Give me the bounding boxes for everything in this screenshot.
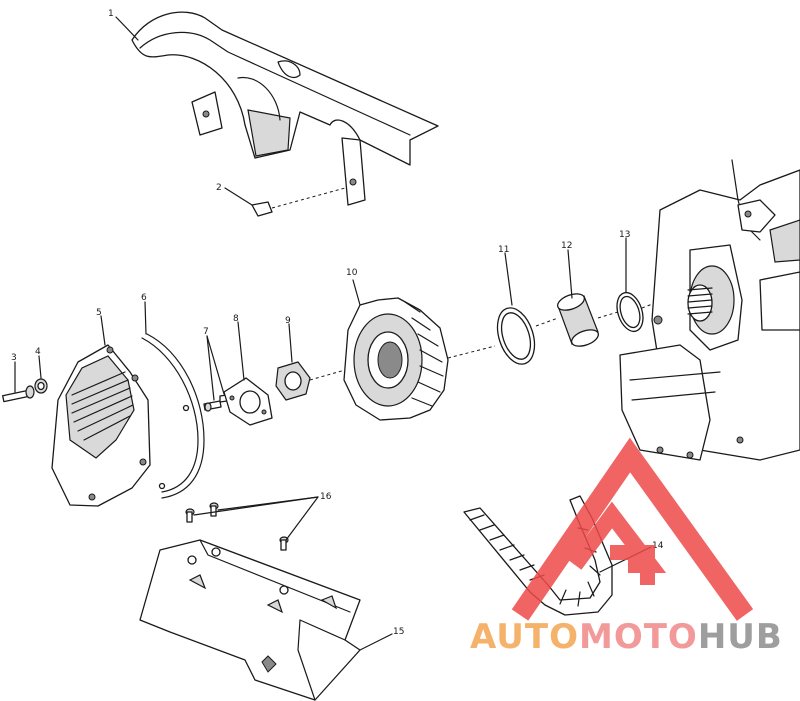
callout-9: 9 bbox=[285, 316, 291, 326]
callout-2: 2 bbox=[216, 183, 222, 193]
callout-labels: 1 2 3 4 5 6 7 8 9 10 11 12 13 14 15 16 bbox=[11, 9, 664, 637]
part-nut bbox=[275, 361, 346, 401]
callout-1: 1 bbox=[108, 9, 114, 19]
pulley-teeth bbox=[404, 301, 444, 407]
part-pulley-cover bbox=[51, 344, 151, 507]
cover-fins bbox=[71, 371, 134, 441]
part-o-ring bbox=[616, 291, 669, 333]
part-washer bbox=[34, 378, 48, 394]
watermark-hub: HUB bbox=[698, 617, 783, 657]
output-shaft-splines bbox=[687, 287, 713, 315]
watermark-auto: AUTO bbox=[470, 617, 579, 657]
callout-6: 6 bbox=[141, 293, 147, 303]
engine-case bbox=[619, 159, 800, 461]
callout-3: 3 bbox=[11, 353, 17, 363]
part-bushing bbox=[556, 293, 619, 347]
part-upper-belt-guard bbox=[131, 11, 439, 206]
callout-8: 8 bbox=[233, 314, 239, 324]
watermark-text: AUTOMOTOHUB bbox=[470, 617, 783, 657]
callout-7: 7 bbox=[203, 327, 209, 337]
part-fastener bbox=[251, 187, 346, 217]
logo-step bbox=[610, 545, 655, 585]
part-spacer-ring bbox=[496, 307, 559, 365]
part-front-pulley bbox=[343, 297, 496, 421]
callout-11: 11 bbox=[498, 245, 509, 255]
part-retainer-plate bbox=[223, 377, 273, 426]
callout-13: 13 bbox=[619, 230, 630, 240]
svg-text:AUTOMOTOHUB: AUTOMOTOHUB bbox=[470, 617, 783, 657]
callout-16: 16 bbox=[320, 492, 332, 502]
part-bolt bbox=[2, 385, 35, 403]
part-gasket bbox=[141, 333, 205, 499]
logo-inner-mark bbox=[568, 501, 667, 573]
logo-outer-triangle bbox=[511, 437, 754, 621]
callout-15: 15 bbox=[393, 627, 404, 637]
watermark-logo bbox=[511, 437, 754, 621]
watermark-moto: MOTO bbox=[579, 617, 698, 657]
callout-12: 12 bbox=[561, 241, 572, 251]
part-lower-guard-bolts bbox=[185, 502, 289, 551]
callout-4: 4 bbox=[35, 347, 41, 357]
part-lower-belt-guard bbox=[139, 539, 361, 701]
leader-lines bbox=[14, 16, 652, 651]
callout-14: 14 bbox=[652, 541, 664, 551]
callout-5: 5 bbox=[96, 308, 102, 318]
callout-10: 10 bbox=[346, 268, 358, 278]
